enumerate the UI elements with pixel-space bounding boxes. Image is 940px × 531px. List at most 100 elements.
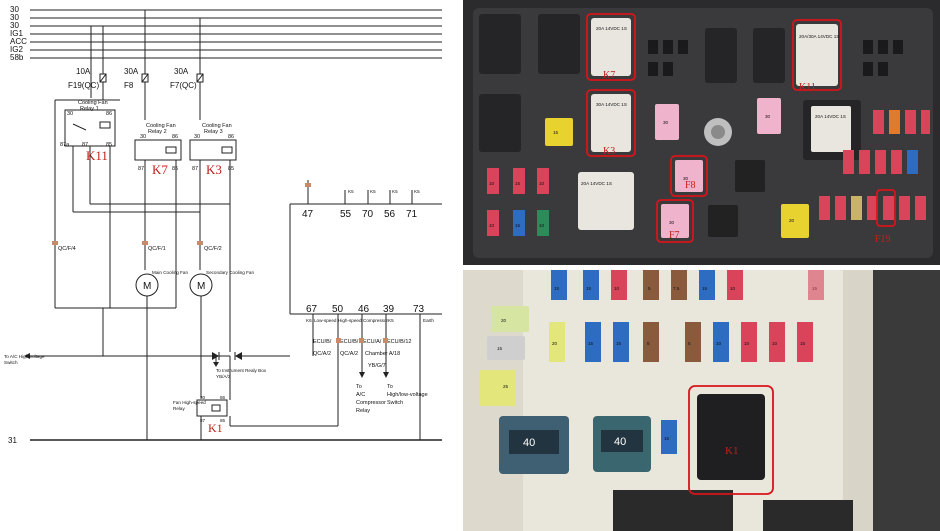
- svg-text:10: 10: [614, 286, 620, 291]
- fuse-f8: 30A F8: [124, 67, 149, 90]
- svg-text:20: 20: [789, 218, 795, 223]
- fan-high-speed-relay: Fan High-speed Relay 30 86 87 85 K1: [173, 395, 228, 435]
- ecu-connector: Chamber A/18: [365, 351, 400, 357]
- bus-label: 30: [10, 5, 19, 14]
- fuse-40a-left: 40: [499, 416, 569, 474]
- svg-text:Relay 1: Relay 1: [80, 106, 99, 112]
- svg-text:39: 39: [383, 304, 395, 315]
- label-k7: K7: [603, 70, 615, 81]
- ecu-box: K5 K5 K5 K5 47 55 70 56 71 67 50 46 39 7…: [289, 180, 442, 323]
- svg-text:10: 10: [716, 341, 722, 346]
- svg-text:87a: 87a: [60, 142, 70, 148]
- relay-tag-k3: K3: [206, 162, 222, 177]
- svg-text:50: 50: [332, 304, 344, 315]
- main-cooling-fan: Main Cooling Fan M: [135, 270, 188, 297]
- svg-text:10: 10: [730, 286, 736, 291]
- label-f7: F7: [669, 230, 680, 241]
- svg-text:30A: 30A: [124, 67, 139, 76]
- svg-text:Main Cooling Fan: Main Cooling Fan: [152, 270, 188, 275]
- svg-text:20A 14VDC 1S: 20A 14VDC 1S: [815, 114, 846, 119]
- label-f8: F8: [685, 180, 696, 191]
- svg-text:High-speed: High-speed: [338, 318, 362, 323]
- svg-text:5: 5: [647, 341, 650, 346]
- svg-text:20: 20: [501, 318, 507, 323]
- highlight-f7: [656, 199, 694, 243]
- svg-text:73: 73: [413, 304, 425, 315]
- highlight-k1: [688, 385, 774, 495]
- svg-text:30: 30: [683, 176, 689, 181]
- power-bus: 30 30 30 IG1 ACC IG2 58b: [10, 5, 442, 62]
- svg-text:K5: K5: [392, 189, 398, 194]
- fuse-panel-photo-bottom: 15 15 10 5 7.5 15 10 20 15 20 5 15 15 5 …: [463, 270, 940, 531]
- relay-k11-photo: 20A/30A 14VDC 1S: [796, 24, 839, 86]
- svg-text:10: 10: [539, 181, 545, 186]
- svg-text:10: 10: [539, 223, 545, 228]
- svg-text:30A: 30A: [174, 67, 189, 76]
- svg-text:Low-speed: Low-speed: [314, 318, 337, 323]
- ecu-connector: ECU/B/: [313, 339, 332, 345]
- svg-text:20A 14VDC 1S: 20A 14VDC 1S: [596, 26, 627, 31]
- highlight-k7: [586, 13, 636, 81]
- svg-text:Earth: Earth: [423, 318, 434, 323]
- svg-text:K5: K5: [348, 189, 354, 194]
- svg-text:30: 30: [194, 134, 200, 140]
- svg-text:55: 55: [340, 209, 352, 220]
- connector-qc-f-2: QC/F/2: [197, 241, 222, 252]
- svg-text:15: 15: [586, 286, 592, 291]
- fuse-f19: 10A F19(QC): [68, 67, 107, 90]
- svg-text:70: 70: [362, 209, 374, 220]
- svg-text:15: 15: [800, 341, 806, 346]
- svg-text:20A/30A 14VDC 1S: 20A/30A 14VDC 1S: [799, 34, 839, 39]
- svg-text:7.5: 7.5: [673, 286, 680, 291]
- svg-text:A/C: A/C: [356, 392, 365, 398]
- fuse-40a-right: 40: [593, 416, 651, 472]
- svg-text:86: 86: [106, 111, 112, 117]
- svg-text:87: 87: [200, 418, 206, 423]
- svg-text:To Instrument Realy Box: To Instrument Realy Box: [216, 368, 267, 373]
- svg-text:30: 30: [67, 111, 73, 117]
- relay-tag-k11: K11: [86, 148, 108, 163]
- svg-text:47: 47: [302, 209, 314, 220]
- cooling-fan-relay-1: Cooling Fan Relay 1 30 86 87a 87 85 K11: [54, 99, 120, 308]
- label-f19: F19: [875, 234, 891, 245]
- svg-text:M: M: [143, 281, 151, 292]
- svg-text:30: 30: [669, 220, 675, 225]
- svg-text:High/low-voltage: High/low-voltage: [387, 392, 428, 398]
- ecu-connector: ECU/A/: [363, 339, 382, 345]
- svg-text:30: 30: [663, 120, 669, 125]
- svg-text:10: 10: [744, 341, 750, 346]
- svg-text:86: 86: [228, 134, 234, 140]
- svg-text:Secondary Cooling Fan: Secondary Cooling Fan: [206, 270, 254, 275]
- svg-text:30A 14VDC 1S: 30A 14VDC 1S: [596, 102, 627, 107]
- fuse-f7: 30A F7(QC): [170, 67, 204, 90]
- svg-text:To A/C High-voltage: To A/C High-voltage: [4, 354, 45, 359]
- svg-text:86: 86: [220, 395, 226, 400]
- bus-label: ACC: [10, 37, 27, 46]
- svg-text:15: 15: [515, 223, 521, 228]
- svg-text:K5: K5: [388, 318, 394, 323]
- cooling-fan-relay-2: Cooling Fan Relay 2 30 86 87 85 K7: [134, 123, 182, 177]
- svg-text:Cooling Fan: Cooling Fan: [146, 123, 176, 129]
- svg-text:86: 86: [172, 134, 178, 140]
- svg-text:QC/F/4: QC/F/4: [58, 246, 76, 252]
- svg-text:F19(QC): F19(QC): [68, 81, 99, 90]
- svg-text:Relay 2: Relay 2: [148, 129, 167, 135]
- svg-text:46: 46: [358, 304, 370, 315]
- connector-qc-f-1: QC/F/1: [142, 241, 166, 252]
- bus-label: 30: [10, 21, 19, 30]
- connector-qc-f-4: QC/F/4: [52, 241, 76, 252]
- svg-text:10A: 10A: [76, 67, 91, 76]
- ecu-connector: YB/G/7: [368, 363, 386, 369]
- svg-text:Compressor: Compressor: [356, 400, 386, 406]
- svg-text:QC/F/1: QC/F/1: [148, 246, 166, 252]
- svg-text:F8: F8: [124, 81, 134, 90]
- ecu-connector: ECU/B/12: [387, 339, 411, 345]
- highlight-f19: [876, 189, 896, 227]
- mini-fuses-top: 10 15 10 10 15 10 30 30 20 30 15 30: [487, 110, 930, 236]
- ecu-connector: QC/A/2: [313, 351, 331, 357]
- svg-text:Relay 3: Relay 3: [204, 129, 223, 135]
- svg-text:10: 10: [489, 181, 495, 186]
- svg-text:Switch: Switch: [4, 360, 18, 365]
- svg-text:15: 15: [702, 286, 708, 291]
- svg-text:K5: K5: [414, 189, 420, 194]
